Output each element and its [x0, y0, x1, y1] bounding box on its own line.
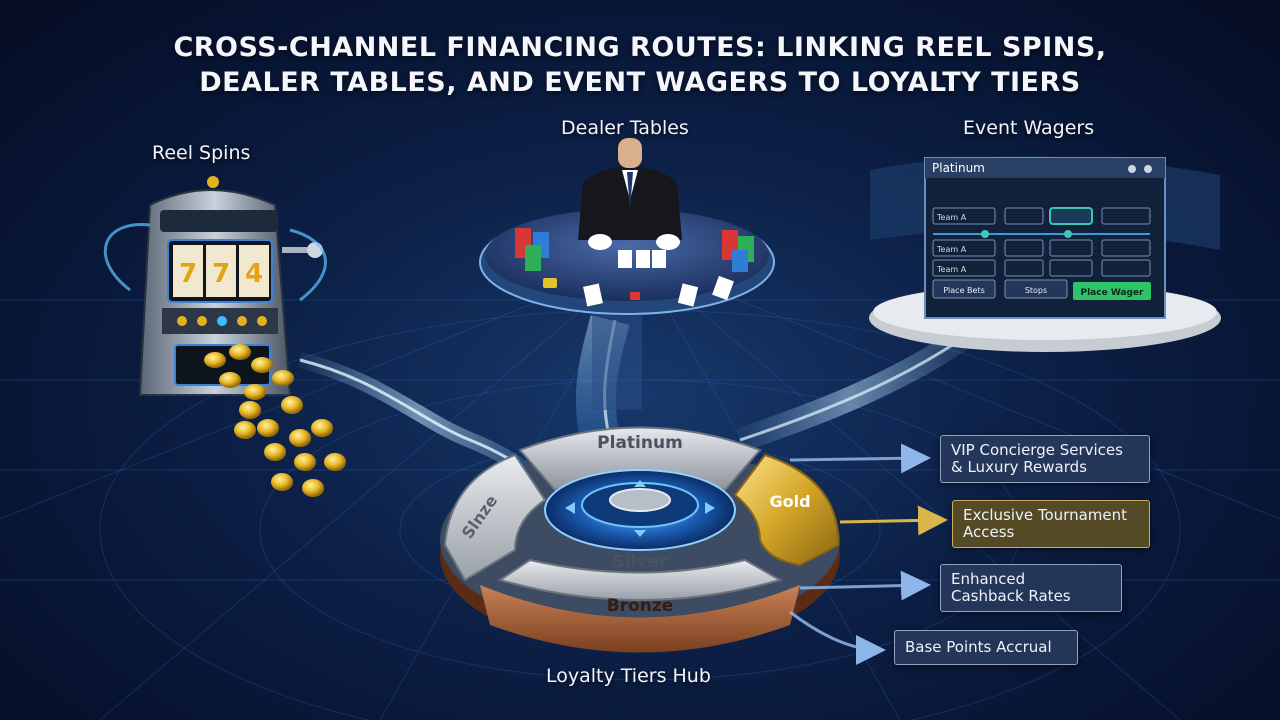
benefit-base-box: Base Points Accrual: [894, 630, 1078, 665]
place-wager-button: Place Wager: [1081, 288, 1145, 298]
benefit-tournament-box: Exclusive Tournament Access: [952, 500, 1150, 548]
channel-label-reel-spins: Reel Spins: [152, 142, 251, 164]
wager-panel: Platinum Team A Team A Team A Place Bets…: [932, 161, 1152, 300]
wager-row-1: Team A: [936, 213, 967, 222]
channel-label-dealer-tables: Dealer Tables: [561, 117, 689, 139]
slot-machine: 7 7 4: [103, 176, 327, 396]
channel-label-event-wagers: Event Wagers: [963, 117, 1095, 139]
event-stadium: [869, 156, 1221, 352]
hub-label: Loyalty Tiers Hub: [546, 665, 711, 687]
tier-gold-segment: [733, 453, 840, 567]
wager-panel-title: Platinum: [932, 161, 985, 175]
tier-bronze-label: Bronze: [607, 596, 674, 616]
svg-text:4: 4: [245, 259, 263, 289]
tier-platinum-label: Platinum: [597, 433, 683, 453]
title-line-1: CROSS-CHANNEL FINANCING ROUTES: LINKING …: [173, 32, 1107, 63]
event-flow-stream: [736, 330, 967, 452]
benefit-vip-line-1: VIP Concierge Services: [951, 441, 1123, 459]
benefit-vip-box: VIP Concierge Services & Luxury Rewards: [940, 435, 1150, 483]
tier-left-segment: [443, 453, 547, 582]
title-line-2: DEALER TABLES, AND EVENT WAGERS TO LOYAL…: [199, 67, 1081, 98]
gold-coins: [204, 344, 346, 497]
svg-text:7: 7: [179, 259, 197, 289]
benefit-cashback-line-1: Enhanced: [951, 570, 1026, 588]
tier-gold-label: Gold: [769, 492, 810, 511]
benefit-tournament-line-1: Exclusive Tournament: [963, 506, 1127, 524]
tier-bronze-segment: [480, 585, 800, 653]
place-bets-button: Place Bets: [943, 286, 985, 295]
tier-silver-label: Silver: [613, 552, 669, 572]
arrow-to-tournament: [839, 505, 948, 536]
wager-row-3: Team A: [936, 265, 967, 274]
tier-silver-segment: [497, 558, 783, 601]
arrow-to-vip: [789, 443, 931, 474]
benefit-vip-line-2: & Luxury Rewards: [951, 458, 1087, 476]
loyalty-hub: [440, 426, 840, 653]
arrow-to-cashback: [799, 570, 931, 601]
benefit-tournament-line-2: Access: [963, 523, 1015, 541]
benefit-base-line-1: Base Points Accrual: [905, 638, 1052, 656]
benefit-cashback-box: Enhanced Cashback Rates: [940, 564, 1122, 612]
wager-row-2: Team A: [936, 245, 967, 254]
arrow-to-base: [789, 610, 886, 665]
stops-button: Stops: [1025, 286, 1047, 295]
dealer-table: [479, 138, 775, 410]
chip-stacks: [515, 228, 754, 272]
page-title: CROSS-CHANNEL FINANCING ROUTES: LINKING …: [0, 30, 1280, 100]
benefit-arrows: [789, 443, 948, 665]
svg-text:7: 7: [212, 259, 230, 289]
benefit-cashback-line-2: Cashback Rates: [951, 587, 1071, 605]
